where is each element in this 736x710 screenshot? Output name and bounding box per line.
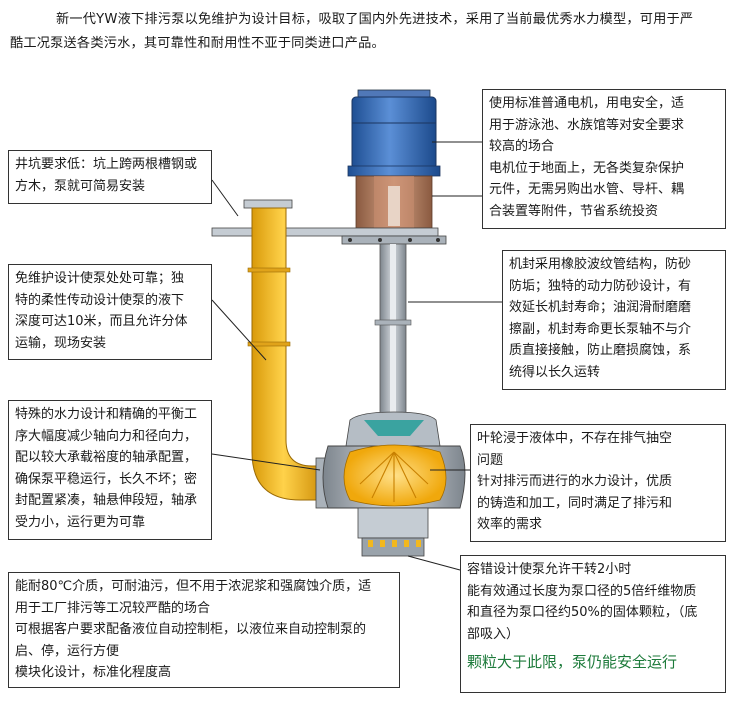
- callout-line: 确保泵平稳运行，长久不坏；密: [15, 471, 198, 487]
- callout-line: 和直径为泵口径约50%的固体颗粒，（底: [467, 605, 698, 620]
- callout-line: 封配置紧凑，轴悬伸段短，轴承: [15, 493, 198, 508]
- callout-line: 井坑要求低：坑上跨两根槽钢或: [15, 157, 198, 172]
- callout-line: 电机位于地面上，无各类复杂保护: [489, 160, 685, 176]
- callout-line: 的铸造和加工，同时满足了排污和: [477, 495, 673, 511]
- callout-line: 能耐80℃介质，可耐油污，但不用于浓泥浆和强腐蚀介质，适: [15, 579, 372, 594]
- callout-line: 容错设计使泵允许干转2小时: [467, 562, 632, 577]
- callout-line: 序大幅度减少轴向力和径向力，: [15, 428, 198, 444]
- intro-text: 新一代YW液下排污泵以免维护为设计目标，吸取了国内外先进技术，采用了当前最优秀水…: [10, 8, 730, 56]
- callout-line: 能有效通过长度为泵口径的5倍纤维物质: [467, 583, 697, 599]
- callout-line: 受力小，运行更为可靠: [15, 514, 146, 530]
- callout-impeller: 叶轮浸于液体中，不存在排气抽空 问题 针对排污而进行的水力设计，优质 的铸造和加…: [470, 424, 726, 542]
- shaft-column: [374, 243, 412, 431]
- callout-line: 深度可达10米，而且允许分体: [15, 314, 188, 329]
- callout-line: 合装置等附件，节省系统投资: [489, 203, 659, 219]
- leader-lines: [211, 141, 502, 571]
- callout-seal: 机封采用橡胶波纹管结构，防砂 防垢；独特的动力防砂设计，有 效延长机封寿命；油润…: [502, 250, 726, 390]
- callout-line: 较高的场合: [489, 139, 555, 154]
- callout-medium: 能耐80℃介质，可耐油污，但不用于浓泥浆和强腐蚀介质，适 用于工厂排污等工况较严…: [8, 572, 400, 688]
- callout-line: 元件，无需另购出水管、导杆、耦: [489, 182, 685, 197]
- pump-casing: [322, 411, 466, 557]
- callout-line: 叶轮浸于液体中，不存在排气抽空: [477, 431, 673, 446]
- callout-line: 质直接接触，防止磨损腐蚀，系: [509, 343, 692, 358]
- motor: [347, 89, 441, 177]
- callout-line: 可根据客户要求配备液位自动控制柜，以液位来自动控制泵的: [15, 622, 367, 637]
- callout-line: 效延长机封寿命；油润滑耐磨磨: [509, 300, 692, 315]
- callout-line: 启、停，运行方便: [15, 643, 120, 659]
- discharge-pipe: [243, 199, 329, 509]
- callout-line: 配以较大承载裕度的轴承配置，: [15, 450, 198, 465]
- callout-line: 使用标准普通电机，用电安全，适: [489, 96, 685, 111]
- callout-line: 效率的需求: [477, 517, 543, 532]
- callout-motor: 使用标准普通电机，用电安全，适 用于游泳池、水族馆等对安全要求 较高的场合 电机…: [482, 89, 726, 229]
- callout-line: 用于工厂排污等工况较严酷的场合: [15, 600, 211, 616]
- mounting-plate: [211, 227, 447, 245]
- callout-line: 部吸入）: [467, 626, 520, 642]
- callout-hydraulic: 特殊的水力设计和精确的平衡工 序大幅度减少轴向力和径向力， 配以较大承载裕度的轴…: [8, 400, 212, 540]
- callout-maintenance: 免维护设计使泵处处可靠；独 特的柔性传动设计使泵的液下 深度可达10米，而且允许…: [8, 264, 212, 360]
- callout-line: 特殊的水力设计和精确的平衡工: [15, 407, 198, 422]
- intro-line-1: 新一代YW液下排污泵以免维护为设计目标，吸取了国内外先进技术，采用了当前最优秀水…: [56, 12, 694, 27]
- callout-pit: 井坑要求低：坑上跨两根槽钢或 方木，泵就可简易安装: [8, 150, 212, 204]
- callout-line: 防垢；独特的动力防砂设计，有: [509, 278, 692, 294]
- motor-bracket: [355, 175, 433, 229]
- callout-line: 擦副，机封寿命更长泵轴不与介: [509, 321, 692, 337]
- callout-line: 模块化设计，标准化程度高: [15, 665, 172, 680]
- intro-line-2: 酷工况泵送各类污水，其可靠性和耐用性不亚于同类进口产品。: [10, 36, 385, 51]
- callout-line: 方木，泵就可简易安装: [15, 178, 146, 194]
- callout-line: 针对排污而进行的水力设计，优质: [477, 474, 673, 489]
- callout-line: 问题: [477, 452, 504, 468]
- callout-line: 免维护设计使泵处处可靠；独: [15, 271, 185, 286]
- callout-line: 运输，现场安装: [15, 335, 107, 351]
- callout-dryrun: 容错设计使泵允许干转2小时 能有效通过长度为泵口径的5倍纤维物质 和直径为泵口径…: [460, 555, 726, 693]
- callout-line: 用于游泳池、水族馆等对安全要求: [489, 117, 685, 133]
- callout-highlight: 颗粒大于此限，泵仍能安全运行: [467, 653, 678, 671]
- callout-line: 特的柔性传动设计使泵的液下: [15, 292, 185, 308]
- callout-line: 机封采用橡胶波纹管结构，防砂: [509, 257, 692, 272]
- callout-line: 统得以长久运转: [509, 364, 601, 380]
